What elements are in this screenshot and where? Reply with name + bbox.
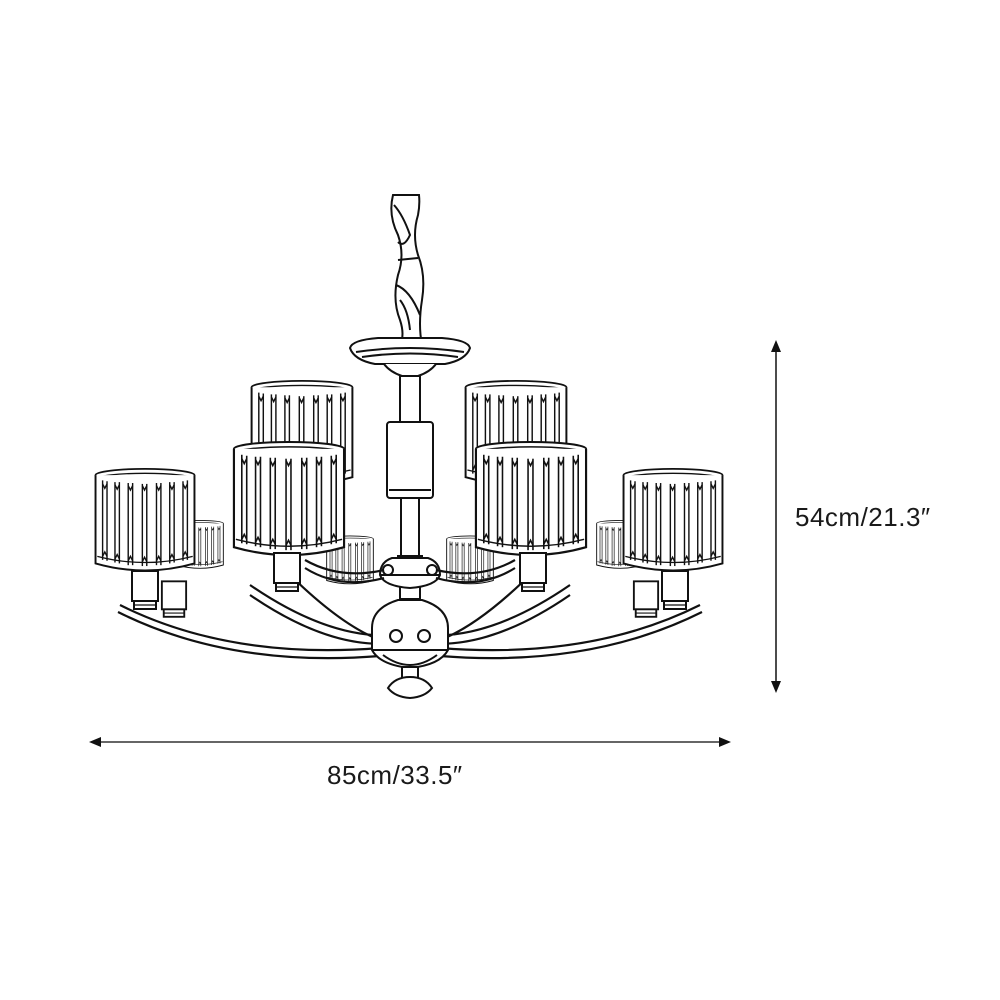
width-dimension-line (89, 737, 731, 747)
upper-hub (378, 557, 442, 590)
upper-arms (304, 559, 516, 584)
stem-icon (386, 375, 434, 563)
twisted-chain-icon (390, 194, 425, 346)
canopy-icon (348, 337, 472, 377)
finial-icon (386, 666, 434, 700)
center-body-icon (371, 584, 449, 670)
height-dimension-label: 54cm/21.3″ (795, 502, 931, 532)
height-dimension-line (771, 340, 781, 693)
width-dimension-label: 85cm/33.5″ (327, 760, 463, 790)
